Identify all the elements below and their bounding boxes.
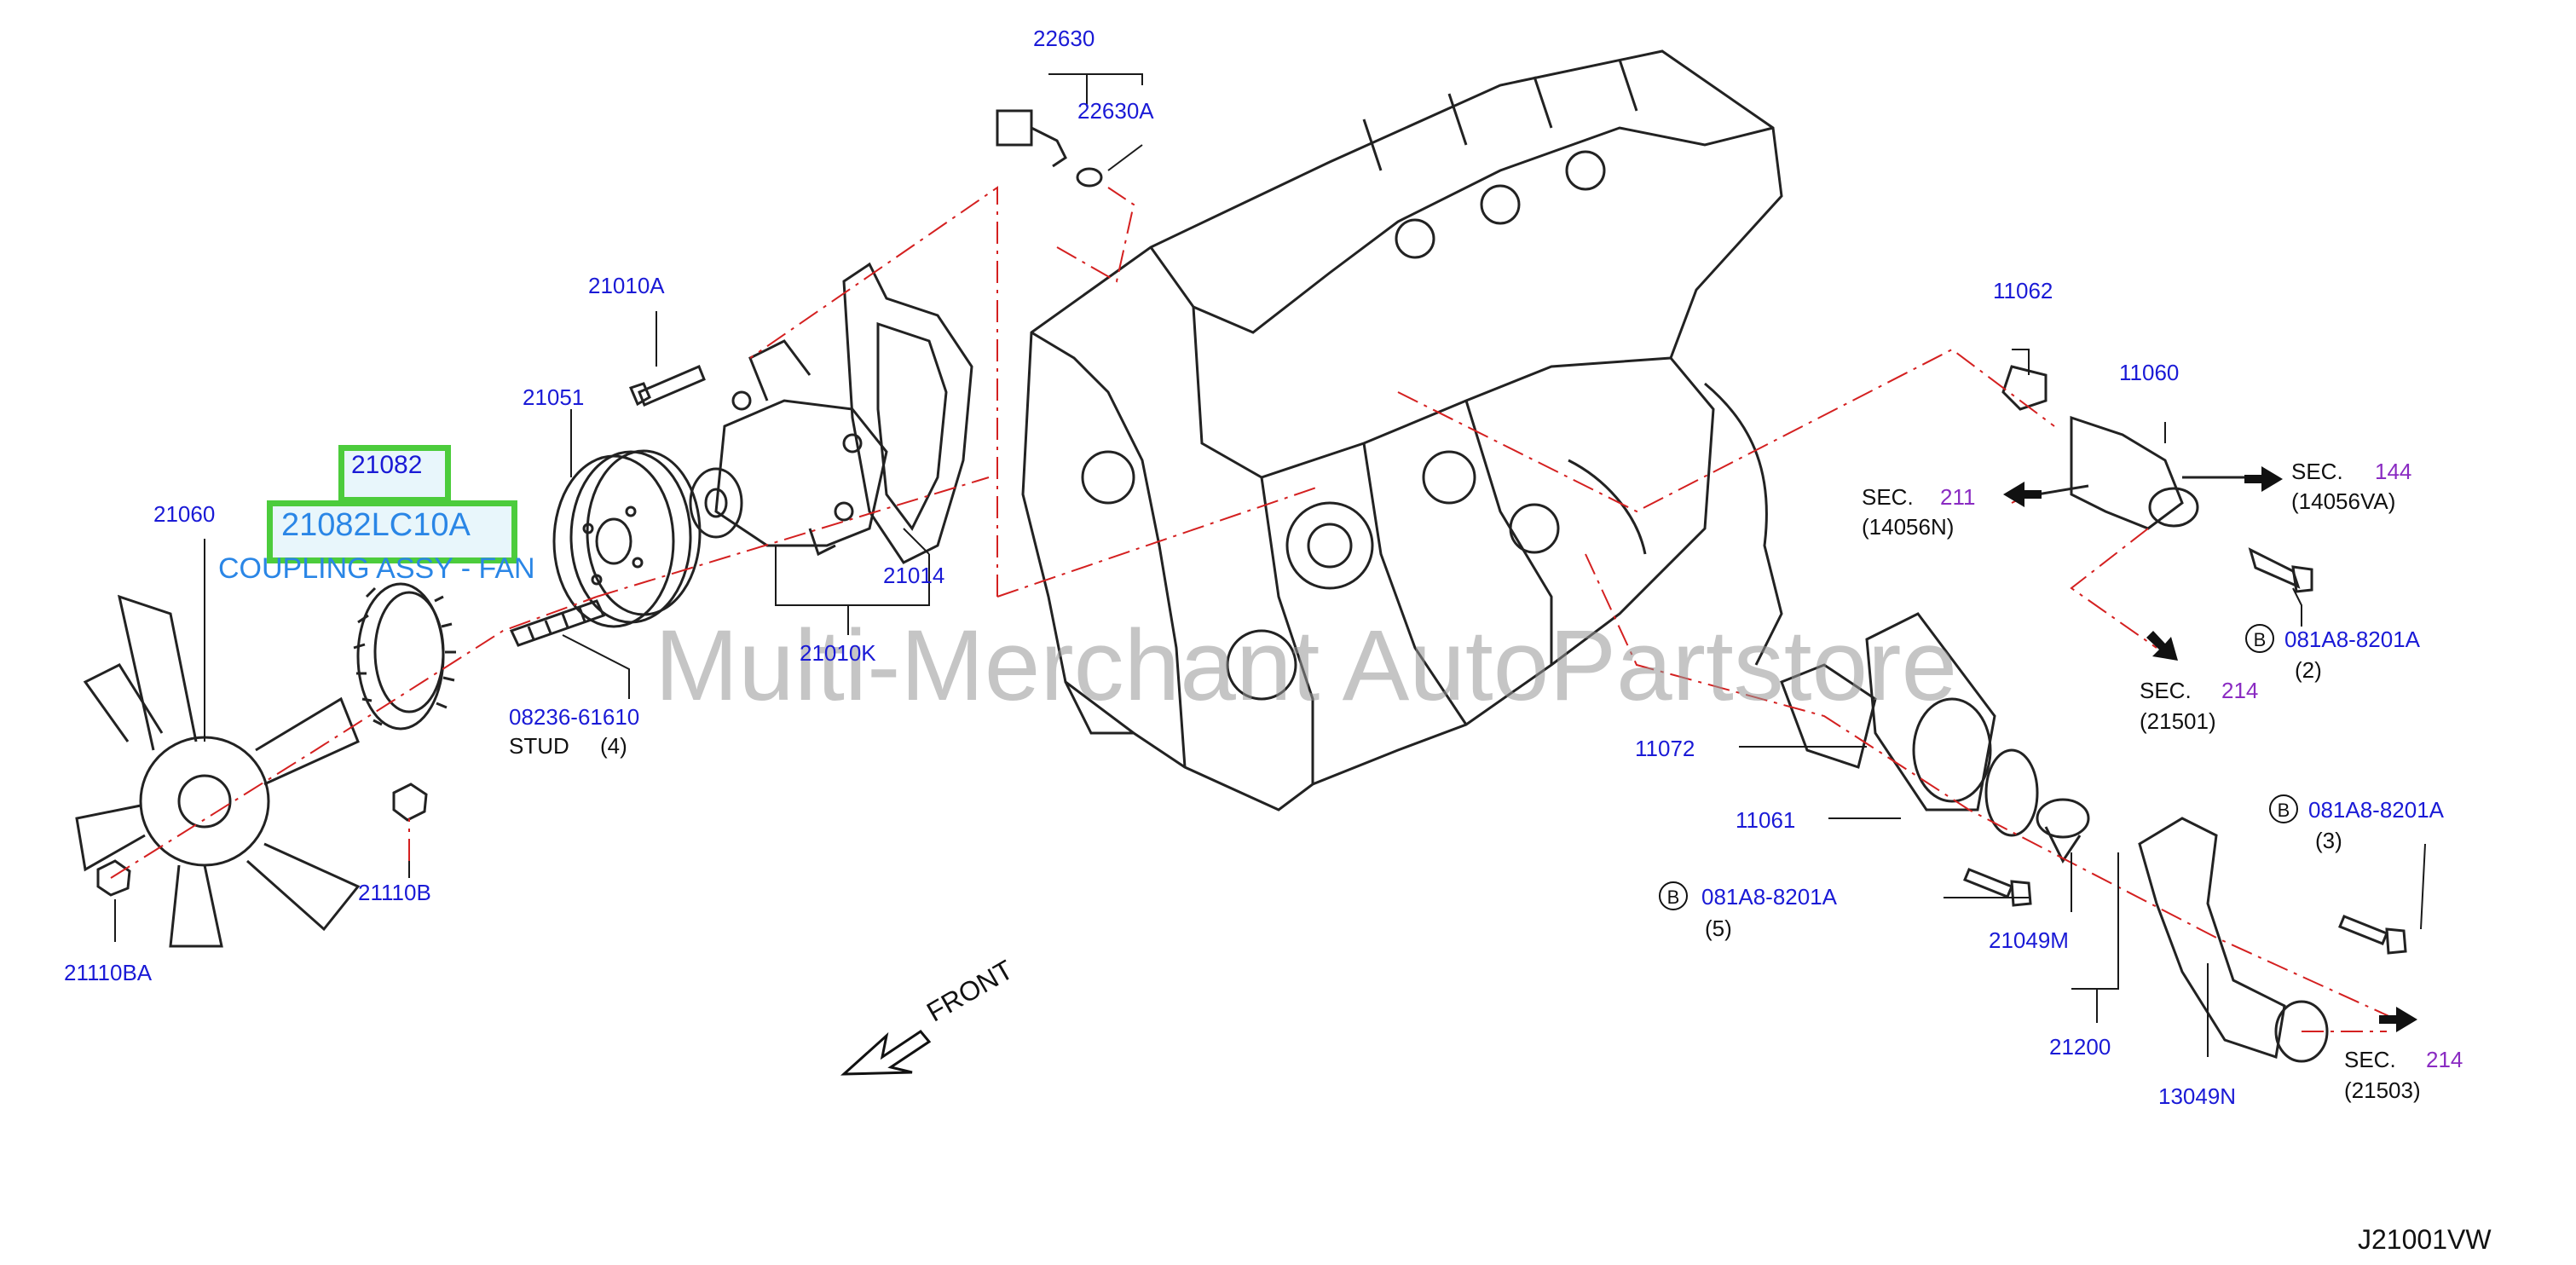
- thermostat: [2036, 798, 2090, 864]
- label-bolt-qty-3: (3): [2315, 828, 2342, 853]
- water-pump: [689, 339, 888, 557]
- label-bolt-qty-2: (2): [2295, 657, 2322, 683]
- section-214b-ref: (21503): [2344, 1077, 2421, 1103]
- label-21110B[interactable]: 21110B: [358, 880, 431, 905]
- water-outlet-pipe: [2138, 817, 2329, 1063]
- fan-blade: [75, 594, 361, 948]
- label-21014[interactable]: 21014: [883, 563, 945, 588]
- water-pump-pulley: [552, 449, 702, 628]
- temperature-sensor: [996, 109, 1103, 188]
- label-21110BA[interactable]: 21110BA: [64, 960, 153, 985]
- section-144-number[interactable]: 144: [2375, 459, 2412, 484]
- section-214-number[interactable]: 214: [2221, 678, 2259, 703]
- section-214b-word: SEC.: [2344, 1047, 2396, 1072]
- highlight-description: COUPLING ASSY - FAN: [218, 552, 535, 585]
- label-21049M[interactable]: 21049M: [1989, 927, 2069, 953]
- section-144-word: SEC.: [2291, 459, 2343, 484]
- front-direction-arrow: [840, 1030, 932, 1076]
- arrow-sec-211: [2003, 482, 2042, 507]
- label-081A8-8201A-qty5[interactable]: 081A8-8201A: [1701, 884, 1838, 910]
- label-081A8-8201A-qty3[interactable]: 081A8-8201A: [2308, 797, 2445, 823]
- highlight-part-number[interactable]: 21082: [351, 451, 423, 479]
- label-22630[interactable]: 22630: [1033, 26, 1095, 51]
- nuts: [96, 783, 428, 897]
- label-21060[interactable]: 21060: [153, 501, 216, 527]
- label-11072[interactable]: 11072: [1635, 736, 1695, 761]
- label-11061[interactable]: 11061: [1736, 807, 1796, 833]
- thermostat-housing-upper: [2001, 365, 2313, 593]
- section-144-ref: (14056VA): [2291, 488, 2396, 514]
- leader-lines: [114, 73, 2426, 1057]
- dashed-guide-lines: [110, 186, 2405, 1032]
- section-214b-number[interactable]: 214: [2426, 1047, 2463, 1072]
- stud-bolts: [509, 599, 606, 647]
- section-211-number[interactable]: 211: [1940, 484, 1976, 510]
- label-stud: STUD: [509, 733, 569, 759]
- section-arrows: [2003, 466, 2417, 1032]
- highlight-replacement-number[interactable]: 21082LC10A: [281, 507, 471, 543]
- fan-coupling: [353, 582, 456, 731]
- circle-b-badge: B: [2245, 624, 2274, 653]
- section-211-ref: (14056N): [1862, 514, 1955, 540]
- arrow-sec-214b: [2379, 1007, 2417, 1032]
- label-stud-qty: (4): [600, 733, 627, 759]
- circle-b-badge: B: [1659, 881, 1688, 910]
- section-214-word: SEC.: [2140, 678, 2192, 703]
- label-21200[interactable]: 21200: [2049, 1034, 2111, 1060]
- label-08236-61610[interactable]: 08236-61610: [509, 704, 640, 730]
- engine-block: [1021, 49, 1783, 812]
- highlight-part-number-box[interactable]: [338, 445, 451, 503]
- watermark: Multi-Merchant AutoPartstore: [655, 609, 1958, 722]
- label-11062[interactable]: 11062: [1993, 278, 2053, 303]
- label-13049N[interactable]: 13049N: [2158, 1083, 2237, 1109]
- section-214-ref: (21501): [2140, 708, 2216, 734]
- bolt-21010A: [628, 365, 706, 407]
- label-21010A[interactable]: 21010A: [588, 273, 665, 298]
- label-21051[interactable]: 21051: [523, 384, 585, 410]
- label-21010K[interactable]: 21010K: [800, 640, 876, 666]
- label-11060[interactable]: 11060: [2119, 360, 2180, 385]
- label-bolt-qty-5: (5): [1705, 916, 1732, 941]
- water-pump-gasket: [842, 262, 973, 564]
- water-inlet: [1780, 612, 2039, 837]
- figure-code: J21001VW: [2358, 1224, 2492, 1255]
- section-211-word: SEC.: [1862, 484, 1914, 510]
- circle-b-badge: B: [2269, 794, 2298, 823]
- arrow-sec-144: [2244, 466, 2283, 492]
- label-081A8-8201A-qty2[interactable]: 081A8-8201A: [2284, 627, 2421, 652]
- label-22630A[interactable]: 22630A: [1077, 98, 1154, 124]
- highlight-replacement-box[interactable]: [267, 500, 517, 563]
- arrow-sec-214a: [2146, 631, 2178, 661]
